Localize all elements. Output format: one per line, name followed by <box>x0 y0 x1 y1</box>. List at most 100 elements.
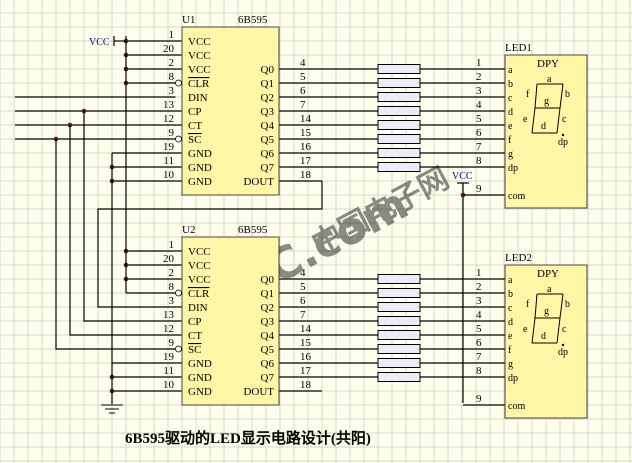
inversion-bubble <box>175 345 182 353</box>
pin-number: 6 <box>476 337 482 349</box>
pin-name: c <box>508 303 513 314</box>
pin-number: 11 <box>163 365 174 377</box>
pin-name: SC <box>188 344 201 356</box>
pin-name: Q6 <box>261 358 275 370</box>
resistor <box>377 372 421 382</box>
pin-number: 9 <box>476 393 482 405</box>
pin-name: b <box>508 79 513 90</box>
pin-name: CLR <box>188 288 210 300</box>
segment-label-a: a <box>547 74 552 85</box>
pin-name: d <box>508 317 513 328</box>
seven-segment-icon <box>531 293 564 344</box>
pin-name: Q4 <box>261 120 275 132</box>
vcc-net-label: VCC <box>89 37 110 48</box>
resistor <box>377 316 421 326</box>
pin-name: e <box>508 331 513 342</box>
pin-name: Q5 <box>261 134 275 146</box>
pin-name: dp <box>508 373 518 384</box>
wire <box>69 125 182 336</box>
pin-name: SC <box>188 134 201 146</box>
segment-label-g: g <box>544 306 549 317</box>
pin-name: DOUT <box>243 386 274 398</box>
pin-number: 4 <box>300 57 306 69</box>
resistor <box>377 78 421 88</box>
display-ref: LED1 <box>505 42 532 54</box>
pin-name: Q2 <box>261 302 274 314</box>
pin-name: CLR <box>188 78 210 90</box>
pin-name: GND <box>188 176 212 188</box>
display-body <box>504 54 588 209</box>
pin-number: 9 <box>169 337 175 349</box>
pin-number: 2 <box>169 57 175 69</box>
segment-label-c: c <box>562 114 567 125</box>
resistor <box>377 120 421 130</box>
pin-name: c <box>508 93 513 104</box>
pin-number: 3 <box>169 85 175 97</box>
pin-name: CP <box>188 316 201 328</box>
resistor <box>377 106 421 116</box>
segment-label-dp: dp <box>558 137 568 148</box>
pin-number: 4 <box>476 309 482 321</box>
pin-number: 10 <box>163 379 175 391</box>
pin-number: 7 <box>476 351 482 363</box>
pin-number: 20 <box>163 253 175 265</box>
pin-number: 7 <box>300 99 306 111</box>
segment-label-e: e <box>523 114 528 125</box>
pin-number: 13 <box>163 99 175 111</box>
pin-name: VCC <box>188 246 211 258</box>
segment <box>534 293 538 319</box>
pin-name: Q5 <box>261 344 275 356</box>
segment <box>531 107 536 134</box>
pin-number: 12 <box>163 113 174 125</box>
pin-number: 2 <box>169 267 175 279</box>
chip-part: 6B595 <box>238 224 268 236</box>
pin-name: b <box>508 289 513 300</box>
pin-name: f <box>508 135 512 146</box>
segment-label-f: f <box>526 89 530 100</box>
ground-icon <box>101 404 123 414</box>
segment-label-g: g <box>544 96 549 107</box>
inversion-bubble <box>175 289 182 297</box>
pin-number: 1 <box>169 239 175 251</box>
resistor <box>377 134 421 144</box>
pin-name: VCC <box>188 260 211 272</box>
pin-name: a <box>508 275 513 286</box>
pin-number: 2 <box>476 281 482 293</box>
segment-label-dp: dp <box>558 347 568 358</box>
pin-name: com <box>508 401 525 412</box>
pin-name: GND <box>188 162 212 174</box>
pin-name: g <box>508 359 513 370</box>
pin-number: 8 <box>169 71 175 83</box>
pin-name: Q3 <box>261 106 275 118</box>
pin-name: CT <box>188 120 202 132</box>
pin-number: 18 <box>300 379 312 391</box>
pin-number: 6 <box>300 295 306 307</box>
pin-number: 3 <box>476 295 482 307</box>
segment-label-f: f <box>526 299 530 310</box>
vcc-net-label: VCC <box>452 171 473 182</box>
pin-number: 9 <box>476 183 482 195</box>
pin-number: 2 <box>476 71 482 83</box>
pin-number: 20 <box>163 43 175 55</box>
chip-body <box>181 236 280 406</box>
pin-number: 4 <box>476 99 482 111</box>
pin-number: 1 <box>476 267 482 279</box>
pin-name: com <box>508 191 525 202</box>
pin-number: 6 <box>300 85 306 97</box>
pin-name: Q6 <box>261 148 275 160</box>
diagram-title: 6B595驱动的LED显示电路设计(共阳) <box>125 429 371 447</box>
pin-name: g <box>508 149 513 160</box>
pin-name: Q2 <box>261 92 274 104</box>
pin-number: 16 <box>300 351 312 363</box>
chip-ref: U1 <box>182 14 195 26</box>
segment <box>531 317 536 344</box>
pin-number: 1 <box>476 57 482 69</box>
pin-number: 5 <box>476 323 482 335</box>
pin-name: e <box>508 121 513 132</box>
inversion-bubble <box>175 79 182 87</box>
display-part: DPY <box>537 268 559 280</box>
